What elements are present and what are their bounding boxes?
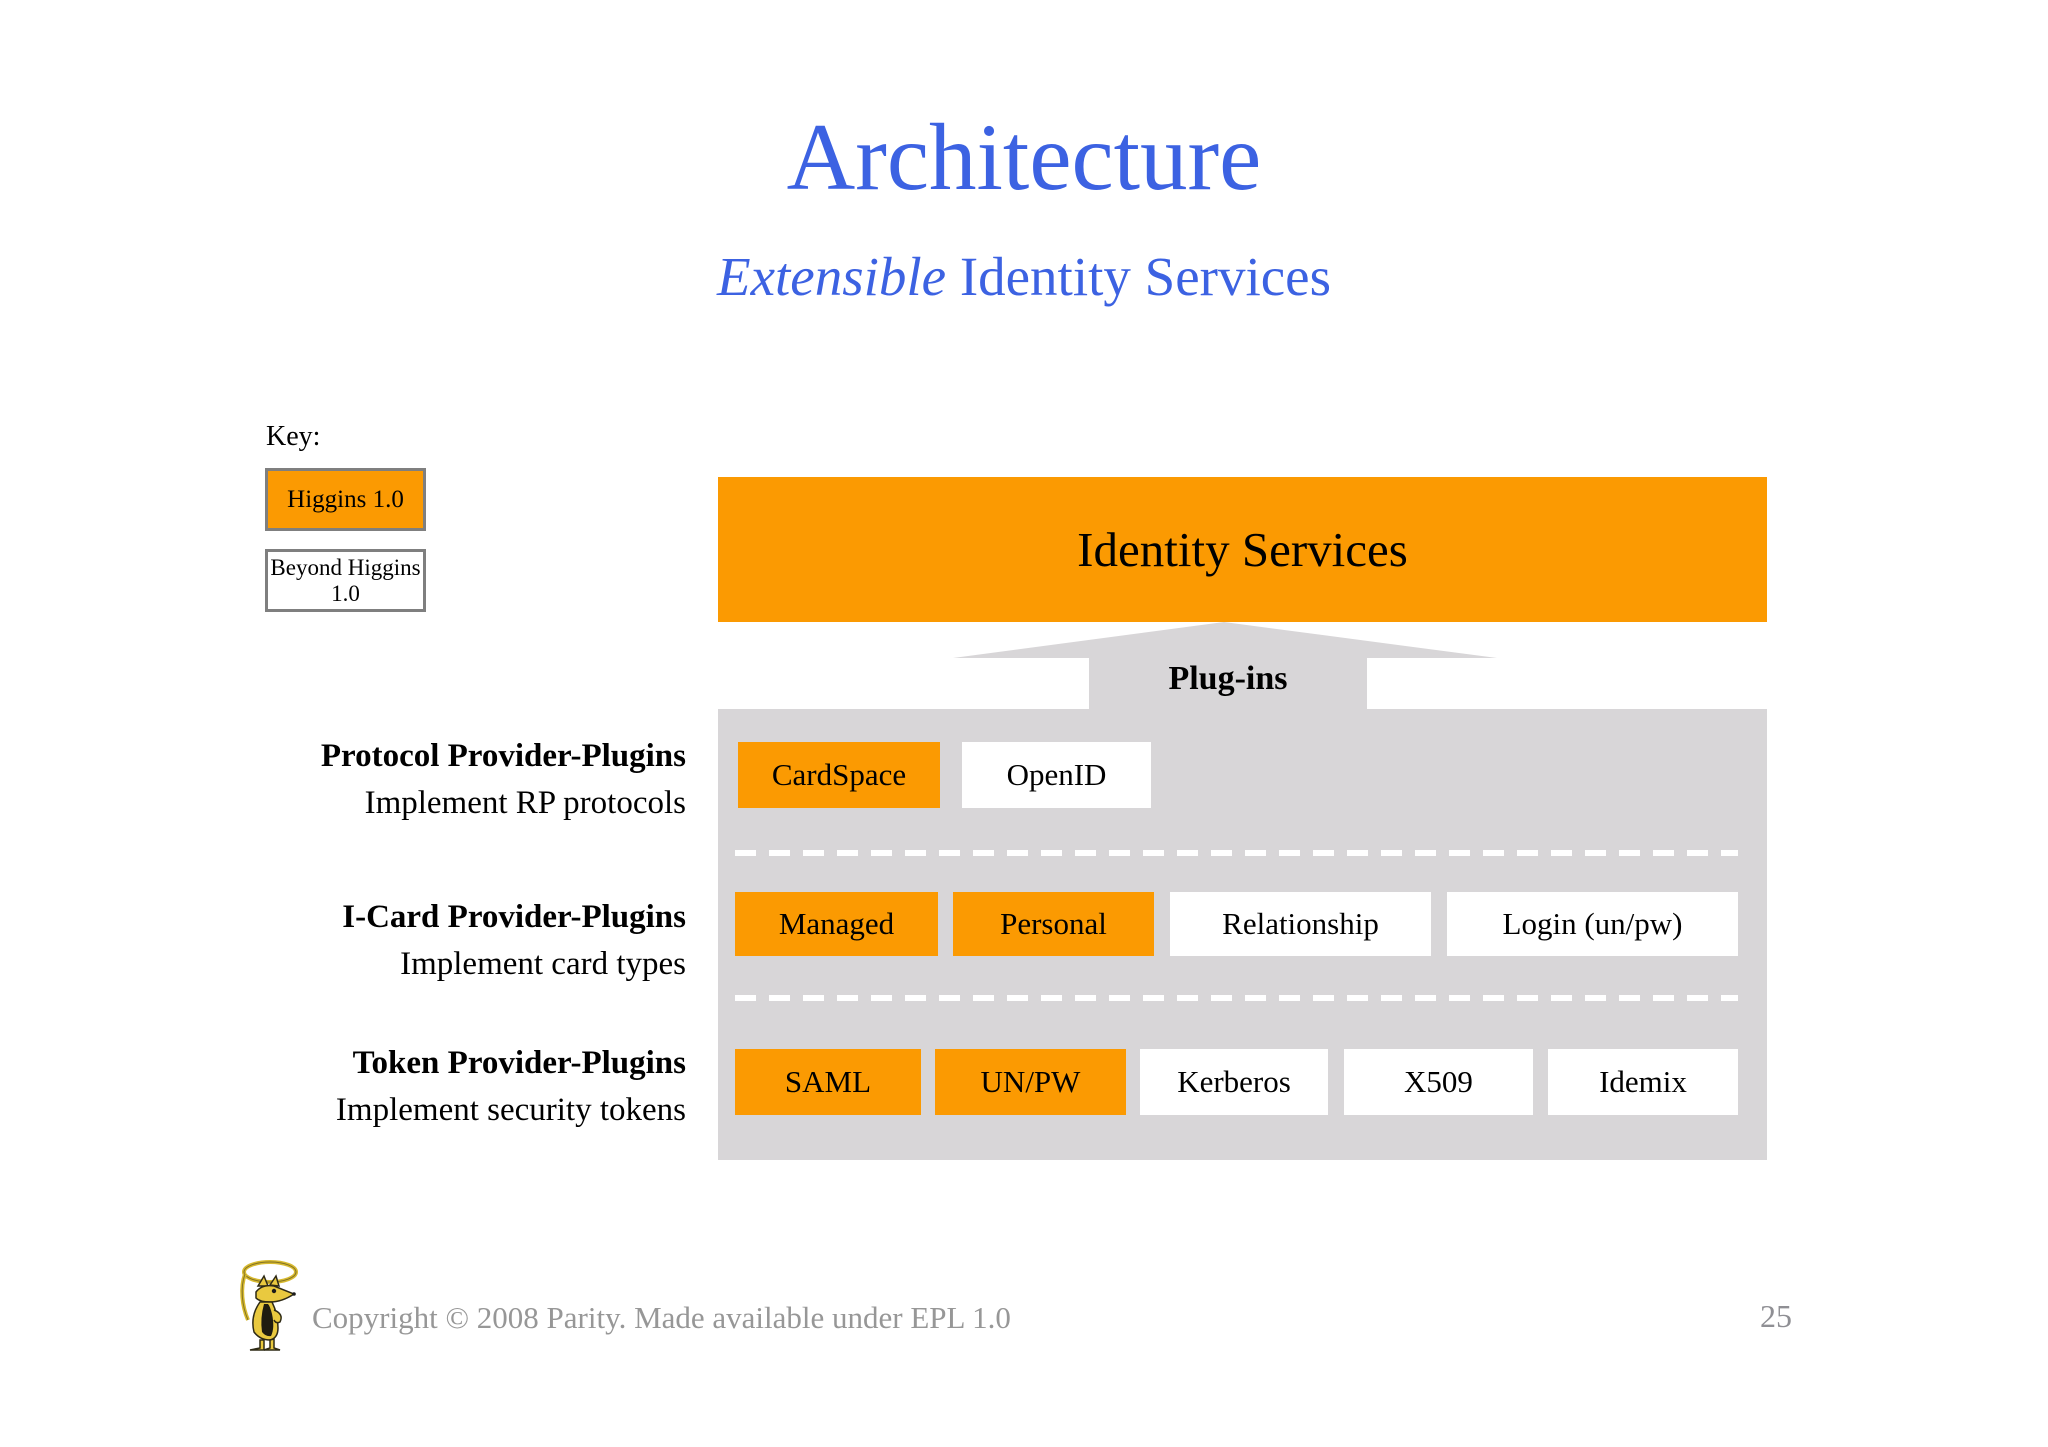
plugin-box-personal: Personal — [953, 892, 1154, 956]
higgins-mascot-icon — [240, 1260, 298, 1351]
row-title: Token Provider-Plugins — [352, 1045, 686, 1081]
page-number: 25 — [1760, 1298, 1792, 1334]
plugin-box-kerberos: Kerberos — [1140, 1049, 1328, 1115]
row-label-icard: I-Card Provider-Plugins Implement card t… — [66, 894, 686, 988]
dashed-divider-1 — [735, 850, 1738, 856]
row-label-protocol: Protocol Provider-Plugins Implement RP p… — [66, 733, 686, 827]
plugin-box-unpw: UN/PW — [935, 1049, 1126, 1115]
plugin-box-idemix: Idemix — [1548, 1049, 1738, 1115]
plugin-box-openid: OpenID — [962, 742, 1151, 808]
row-subtitle: Implement RP protocols — [364, 785, 686, 821]
subtitle-italic-part: Extensible — [717, 246, 947, 307]
plugins-up-arrow-icon — [953, 622, 1497, 710]
plugin-box-managed: Managed — [735, 892, 938, 956]
plugin-box-cardspace: CardSpace — [738, 742, 940, 808]
row-title: I-Card Provider-Plugins — [342, 899, 686, 935]
row-label-token: Token Provider-Plugins Implement securit… — [66, 1040, 686, 1134]
plugin-box-login-unpw: Login (un/pw) — [1447, 892, 1738, 956]
key-label: Key: — [266, 421, 321, 452]
row-subtitle: Implement card types — [400, 946, 686, 982]
plugins-label: Plug-ins — [1168, 660, 1288, 697]
dashed-divider-2 — [735, 995, 1738, 1001]
key-item-higgins: Higgins 1.0 — [265, 468, 426, 531]
copyright-text: Copyright © 2008 Parity. Made available … — [312, 1300, 1011, 1335]
slide-title: Architecture — [786, 104, 1262, 210]
plugin-box-relationship: Relationship — [1170, 892, 1431, 956]
key-item-beyond-higgins: Beyond Higgins 1.0 — [265, 549, 426, 612]
subtitle-regular-part: Identity Services — [959, 246, 1331, 307]
row-title: Protocol Provider-Plugins — [320, 738, 686, 774]
plugin-box-saml: SAML — [735, 1049, 921, 1115]
identity-services-bar: Identity Services — [718, 477, 1767, 622]
plugin-box-x509: X509 — [1344, 1049, 1533, 1115]
slide-subtitle: Extensible Identity Services — [0, 245, 2048, 308]
row-subtitle: Implement security tokens — [335, 1092, 686, 1128]
